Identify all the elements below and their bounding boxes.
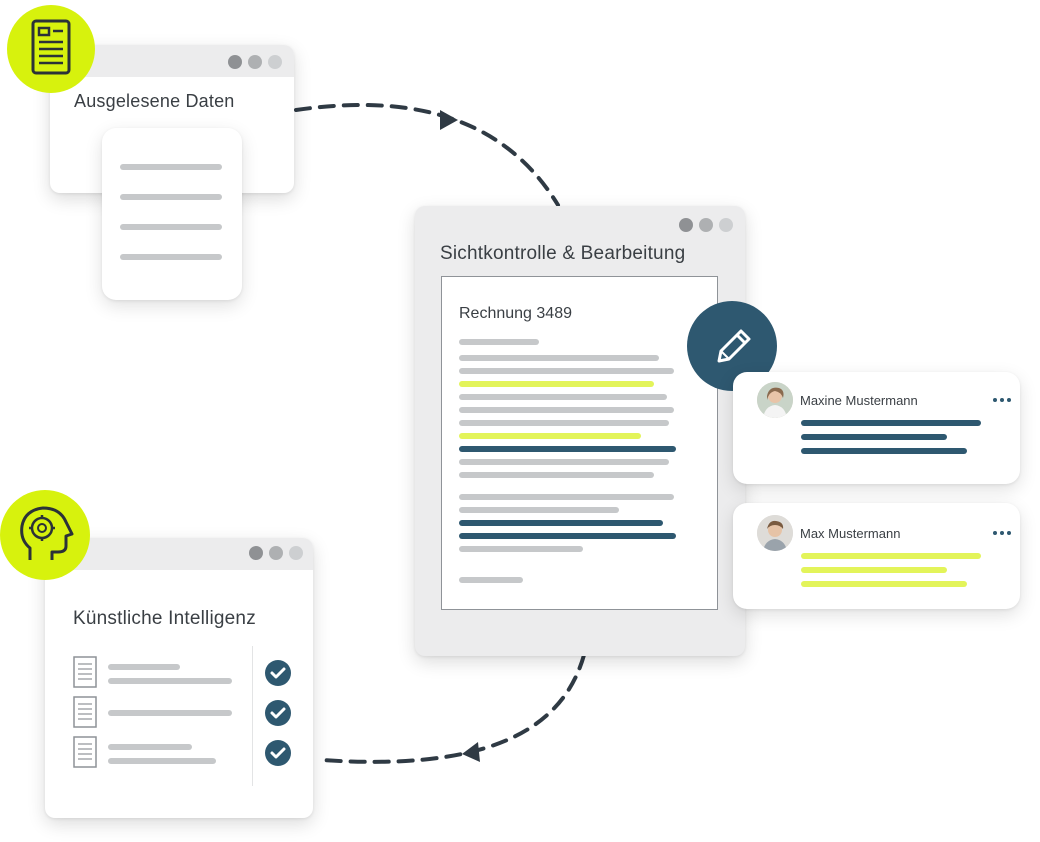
document-list-icon <box>31 19 71 75</box>
comment-card[interactable]: Max Mustermann <box>733 503 1020 609</box>
commenter-name: Max Mustermann <box>800 526 901 541</box>
file-icon <box>73 656 97 688</box>
invoice-title: Rechnung 3489 <box>459 305 572 322</box>
text-line <box>108 678 232 684</box>
checkmark-icon <box>265 660 291 686</box>
text-line <box>459 394 667 400</box>
text-line <box>108 744 192 750</box>
text-line <box>459 546 583 552</box>
arrow-review-to-ai <box>320 653 586 764</box>
text-line <box>459 494 674 500</box>
window-dot <box>248 55 262 69</box>
highlight-line <box>459 433 641 439</box>
comment-line <box>801 581 967 587</box>
arrow-head-bottom <box>462 742 480 762</box>
text-line <box>120 194 222 200</box>
ai-title: Künstliche Intelligenz <box>73 608 256 629</box>
window-dot <box>679 218 693 232</box>
window-dot <box>699 218 713 232</box>
text-line <box>108 710 232 716</box>
text-line <box>120 254 222 260</box>
file-icon <box>73 736 97 768</box>
text-line <box>108 664 180 670</box>
ai-brain-head-icon <box>20 506 74 560</box>
text-line <box>120 164 222 170</box>
arrow-extracted-to-review <box>294 102 560 207</box>
text-line <box>120 224 222 230</box>
window-controls <box>249 546 303 560</box>
checkmark-icon <box>265 740 291 766</box>
avatar <box>757 515 793 551</box>
column-divider <box>252 646 253 786</box>
extracted-data-title: Ausgelesene Daten <box>74 91 235 111</box>
window-dot <box>228 55 242 69</box>
window-dot <box>719 218 733 232</box>
text-line <box>459 459 669 465</box>
comment-line <box>801 448 967 454</box>
comment-line <box>801 567 947 573</box>
text-line <box>459 420 669 426</box>
highlight-line <box>459 381 654 387</box>
comment-line <box>801 420 981 426</box>
invoice-document: Rechnung 3489 <box>441 276 718 610</box>
commenter-name: Maxine Mustermann <box>800 393 918 408</box>
window-titlebar <box>45 538 313 570</box>
window-controls <box>228 55 282 69</box>
ai-window: Künstliche Intelligenz <box>45 538 313 818</box>
text-line <box>459 339 539 345</box>
edited-line <box>459 446 676 452</box>
comment-line <box>801 553 981 559</box>
avatar <box>757 382 793 418</box>
edited-line <box>459 533 676 539</box>
arrow-head-top <box>440 110 458 130</box>
window-dot <box>249 546 263 560</box>
text-line <box>459 472 654 478</box>
text-line <box>459 368 674 374</box>
extracted-data-sheet <box>102 128 242 300</box>
text-line <box>459 507 619 513</box>
review-title: Sichtkontrolle & Bearbeitung <box>440 243 686 264</box>
text-line <box>459 577 523 583</box>
text-line <box>459 407 674 413</box>
checkmark-icon <box>265 700 291 726</box>
review-window: Sichtkontrolle & Bearbeitung Rechnung 34… <box>415 206 745 656</box>
window-dot <box>289 546 303 560</box>
text-line <box>459 355 659 361</box>
window-controls <box>679 218 733 232</box>
window-dot <box>269 546 283 560</box>
more-options-icon[interactable] <box>993 531 1011 535</box>
comment-line <box>801 434 947 440</box>
comment-card[interactable]: Maxine Mustermann <box>733 372 1020 484</box>
extracted-data-badge <box>7 5 95 93</box>
text-line <box>108 758 216 764</box>
pencil-icon <box>717 329 751 363</box>
more-options-icon[interactable] <box>993 398 1011 402</box>
ai-badge <box>0 490 90 580</box>
window-dot <box>268 55 282 69</box>
edited-line <box>459 520 663 526</box>
file-icon <box>73 696 97 728</box>
